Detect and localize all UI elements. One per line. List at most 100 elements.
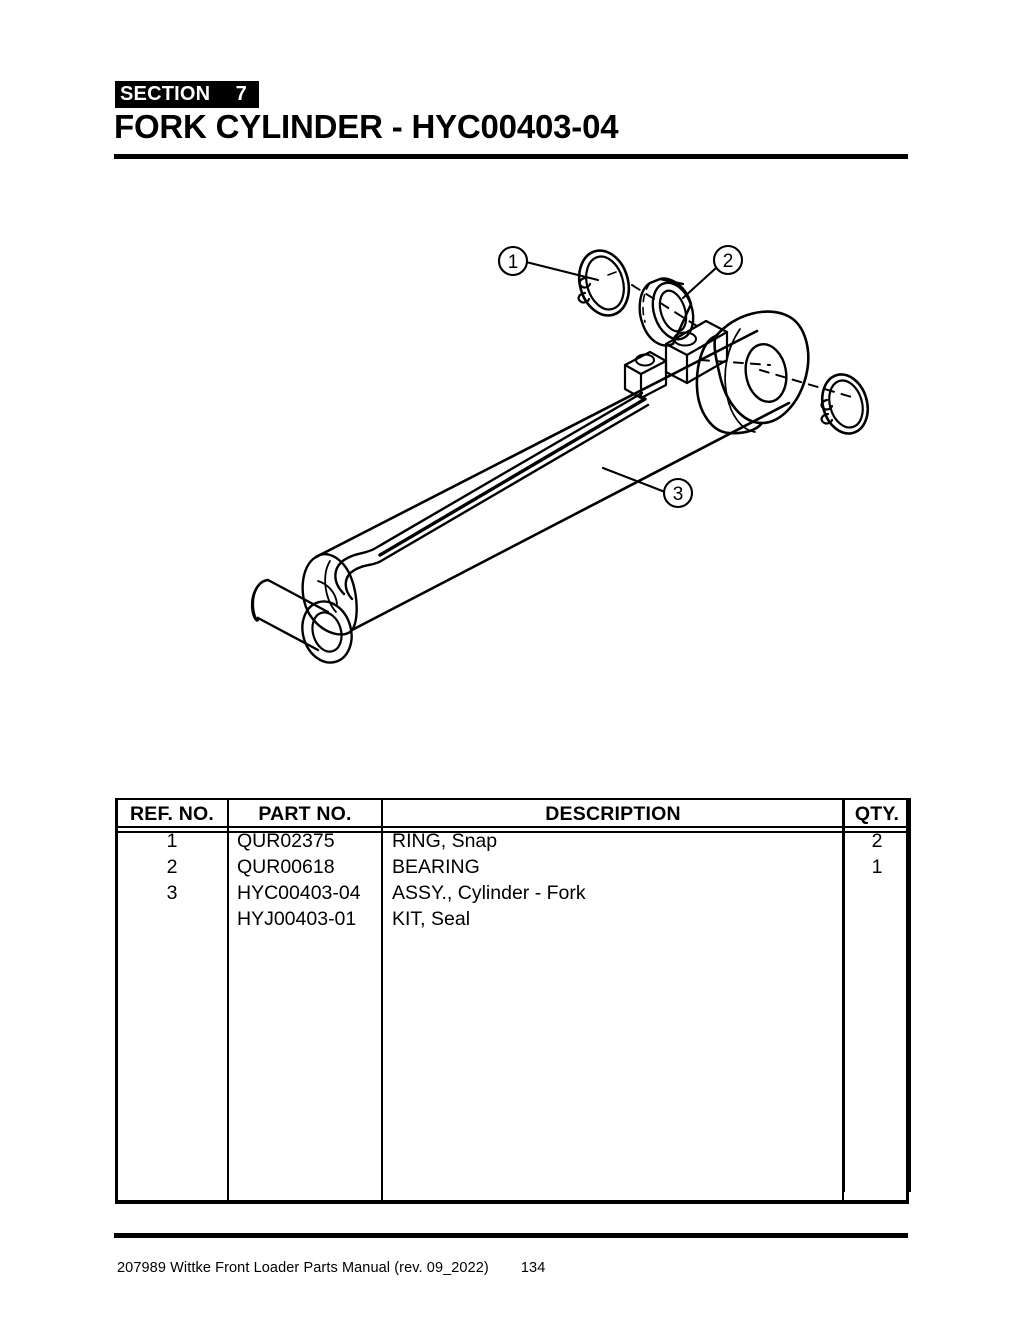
table-row xyxy=(115,1114,911,1140)
cylinder-barrel xyxy=(301,329,791,636)
cell-qty xyxy=(843,1114,911,1140)
cell-description xyxy=(381,958,845,984)
cell-qty xyxy=(843,880,911,906)
cell-description xyxy=(381,984,845,1010)
cell-ref-no: 2 xyxy=(115,854,229,880)
cell-description xyxy=(381,1166,845,1192)
cell-qty xyxy=(843,1166,911,1192)
cell-qty xyxy=(843,1088,911,1114)
hydraulic-port-block-1 xyxy=(623,350,668,400)
table-row xyxy=(115,1166,911,1192)
cell-part-no xyxy=(227,958,383,984)
callout-3-number: 3 xyxy=(673,484,684,505)
cell-ref-no xyxy=(115,1166,229,1192)
cell-ref-no xyxy=(115,932,229,958)
parts-list-table: REF. NO. PART NO. DESCRIPTION QTY. 1 QUR… xyxy=(115,798,911,1192)
cell-description xyxy=(381,1062,845,1088)
cell-description xyxy=(381,1140,845,1166)
cell-ref-no xyxy=(115,958,229,984)
table-column-separator-1 xyxy=(227,798,229,1203)
cell-ref-no xyxy=(115,1036,229,1062)
table-border-left xyxy=(115,798,118,1203)
rod-end-clevis xyxy=(695,310,810,435)
column-header-part-no: PART NO. xyxy=(227,798,383,828)
cell-part-no xyxy=(227,984,383,1010)
cell-part-no xyxy=(227,1010,383,1036)
cell-description: KIT, Seal xyxy=(381,906,845,932)
table-row xyxy=(115,1010,911,1036)
cell-part-no xyxy=(227,932,383,958)
cell-ref-no xyxy=(115,1088,229,1114)
cell-part-no xyxy=(227,1036,383,1062)
column-header-qty: QTY. xyxy=(843,798,911,828)
column-header-description: DESCRIPTION xyxy=(381,798,845,828)
hydraulic-tube xyxy=(334,391,650,601)
footer-page-number: 134 xyxy=(520,1260,546,1276)
cell-ref-no xyxy=(115,906,229,932)
page-title: FORK CYLINDER - HYC00403-04 xyxy=(114,108,619,145)
table-header-row: REF. NO. PART NO. DESCRIPTION QTY. xyxy=(115,798,911,828)
cell-ref-no: 3 xyxy=(115,880,229,906)
footer-divider-rule xyxy=(114,1233,908,1238)
bearing-bushing xyxy=(638,277,695,347)
butt-end-cross-tube xyxy=(250,578,353,664)
table-column-separator-2 xyxy=(381,798,383,1203)
cell-description: ASSY., Cylinder - Fork xyxy=(381,880,845,906)
cell-description: BEARING xyxy=(381,854,845,880)
column-header-ref-no: REF. NO. xyxy=(115,798,229,828)
table-border-right xyxy=(906,798,909,1203)
cell-description xyxy=(381,1114,845,1140)
cell-part-no: HYJ00403-01 xyxy=(227,906,383,932)
cell-part-no xyxy=(227,1166,383,1192)
cell-part-no: HYC00403-04 xyxy=(227,880,383,906)
table-row xyxy=(115,984,911,1010)
cell-ref-no xyxy=(115,984,229,1010)
cell-qty: 1 xyxy=(843,854,911,880)
table-header-rule-upper xyxy=(115,826,909,828)
cell-ref-no xyxy=(115,1062,229,1088)
cell-qty xyxy=(843,1010,911,1036)
table-row xyxy=(115,1088,911,1114)
section-label: SECTION xyxy=(120,83,211,105)
table-row: 3 HYC00403-04 ASSY., Cylinder - Fork xyxy=(115,880,911,906)
callout-3: 3 xyxy=(601,466,694,509)
table-column-separator-3 xyxy=(842,798,844,1203)
cell-qty xyxy=(843,1036,911,1062)
assembly-axis-dashed xyxy=(631,284,856,399)
cell-ref-no xyxy=(115,1114,229,1140)
callout-2-number: 2 xyxy=(723,251,734,272)
cell-description xyxy=(381,1036,845,1062)
footer-document-title: 207989 Wittke Front Loader Parts Manual … xyxy=(117,1260,489,1276)
table-header-rule-lower xyxy=(115,831,909,833)
cell-part-no xyxy=(227,1062,383,1088)
cell-ref-no xyxy=(115,1010,229,1036)
snap-ring-left xyxy=(577,249,631,317)
cell-part-no xyxy=(227,1140,383,1166)
cell-qty xyxy=(843,932,911,958)
cell-description xyxy=(381,1088,845,1114)
table-body: 1 QUR02375 RING, Snap 2 2 QUR00618 BEARI… xyxy=(115,828,911,1192)
cell-qty xyxy=(843,958,911,984)
cell-part-no xyxy=(227,1114,383,1140)
callout-1: 1 xyxy=(497,245,600,282)
footer: 207989 Wittke Front Loader Parts Manual … xyxy=(117,1260,545,1276)
cell-part-no xyxy=(227,1088,383,1114)
table-row xyxy=(115,958,911,984)
section-badge: SECTION 7 xyxy=(115,81,259,108)
callout-1-number: 1 xyxy=(508,252,519,273)
snap-ring-right xyxy=(820,373,870,435)
header-divider-rule xyxy=(114,154,908,159)
cell-qty xyxy=(843,984,911,1010)
table-row xyxy=(115,1140,911,1166)
cell-description xyxy=(381,932,845,958)
table-row: 2 QUR00618 BEARING 1 xyxy=(115,854,911,880)
table-row xyxy=(115,932,911,958)
table-row: HYJ00403-01 KIT, Seal xyxy=(115,906,911,932)
callout-2: 2 xyxy=(681,244,744,300)
table-row xyxy=(115,1062,911,1088)
cell-qty xyxy=(843,906,911,932)
table-border-bottom xyxy=(115,1200,909,1204)
cell-ref-no xyxy=(115,1140,229,1166)
exploded-assembly-diagram: 1 2 3 xyxy=(0,180,1024,680)
section-number: 7 xyxy=(235,83,247,105)
